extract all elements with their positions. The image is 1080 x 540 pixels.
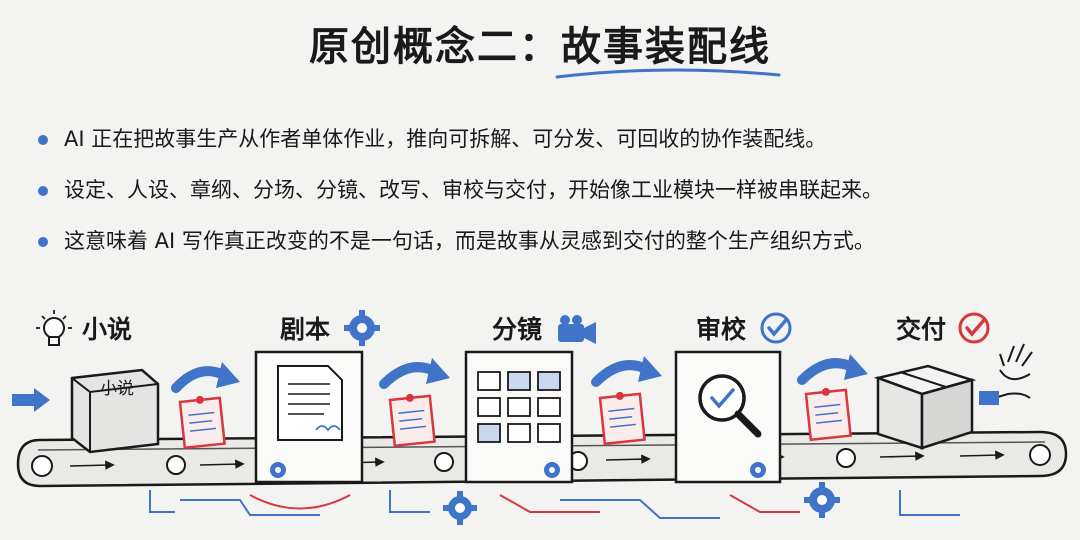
bullet-text: AI 正在把故事生产从作者单体作业，推向可拆解、可分发、可回收的协作装配线。 [64, 127, 827, 151]
gear-icon [270, 462, 286, 478]
stage-storyboard: 分镜 [464, 315, 596, 484]
flow-arrow-icon [379, 358, 450, 389]
title-prefix: 原创概念二： [309, 24, 561, 70]
title-highlight: 故事装配线 [561, 24, 771, 70]
gear-icon [544, 462, 560, 478]
package-box-icon [873, 364, 977, 450]
note-card-icon [598, 391, 646, 446]
gear-icon [344, 310, 380, 346]
hand-icon [979, 343, 1033, 405]
bullet-text: 这意味着 AI 写作真正改变的不是一句话，而是故事从灵感到交付的整个生产组织方式… [64, 229, 875, 253]
title-underline [555, 68, 781, 79]
stage-label: 交付 [896, 315, 946, 344]
magnifier-icon [698, 374, 762, 438]
flow-arrow-icon [171, 362, 240, 393]
bullet-dot [38, 237, 48, 247]
stage-label: 剧本 [280, 315, 330, 344]
stage-label: 分镜 [492, 315, 542, 344]
bullet-item: 这意味着 AI 写作真正改变的不是一句话，而是故事从灵感到交付的整个生产组织方式… [38, 226, 1058, 277]
document-icon [277, 365, 343, 441]
storyboard-grid-icon [477, 371, 561, 443]
bullet-list: AI 正在把故事生产从作者单体作业，推向可拆解、可分发、可回收的协作装配线。 设… [38, 124, 1058, 277]
stage-review: 审校 [674, 312, 792, 484]
gear-icon [750, 462, 766, 478]
check-circle-icon [760, 312, 792, 344]
note-card-icon [178, 395, 226, 450]
bullet-dot [38, 135, 48, 145]
stage-delivery: 交付 [873, 312, 1033, 450]
flow-arrow-icon [797, 354, 868, 385]
gear-icon [443, 491, 477, 525]
bullet-text: 设定、人设、章纲、分场、分镜、改写、审校与交付，开始像工业模块一样被串联起来。 [64, 178, 883, 202]
stage-label: 审校 [696, 315, 747, 344]
flow-arrow-icon [591, 356, 662, 387]
gear-icon [804, 482, 840, 518]
bullet-item: 设定、人设、章纲、分场、分镜、改写、审校与交付，开始像工业模块一样被串联起来。 [38, 175, 1058, 226]
stage-label: 小说 [82, 315, 132, 344]
entry-arrow-icon [12, 388, 50, 412]
bullet-dot [38, 186, 48, 196]
assembly-line-diagram: 小说 小说 [12, 310, 1068, 525]
circuit-lines [149, 490, 960, 519]
video-camera-icon [558, 315, 596, 344]
stage-novel: 小说 小说 [36, 310, 160, 454]
check-circle-red-icon [958, 312, 990, 344]
lightbulb-icon [36, 310, 72, 346]
stage-script: 剧本 [254, 310, 380, 484]
book-title: 小说 [100, 379, 134, 399]
page-title: 原创概念二：故事装配线 [0, 14, 1080, 72]
note-card-icon [804, 387, 852, 442]
note-card-icon [388, 393, 436, 448]
book-icon: 小说 [70, 368, 160, 454]
bullet-item: AI 正在把故事生产从作者单体作业，推向可拆解、可分发、可回收的协作装配线。 [38, 124, 1058, 175]
